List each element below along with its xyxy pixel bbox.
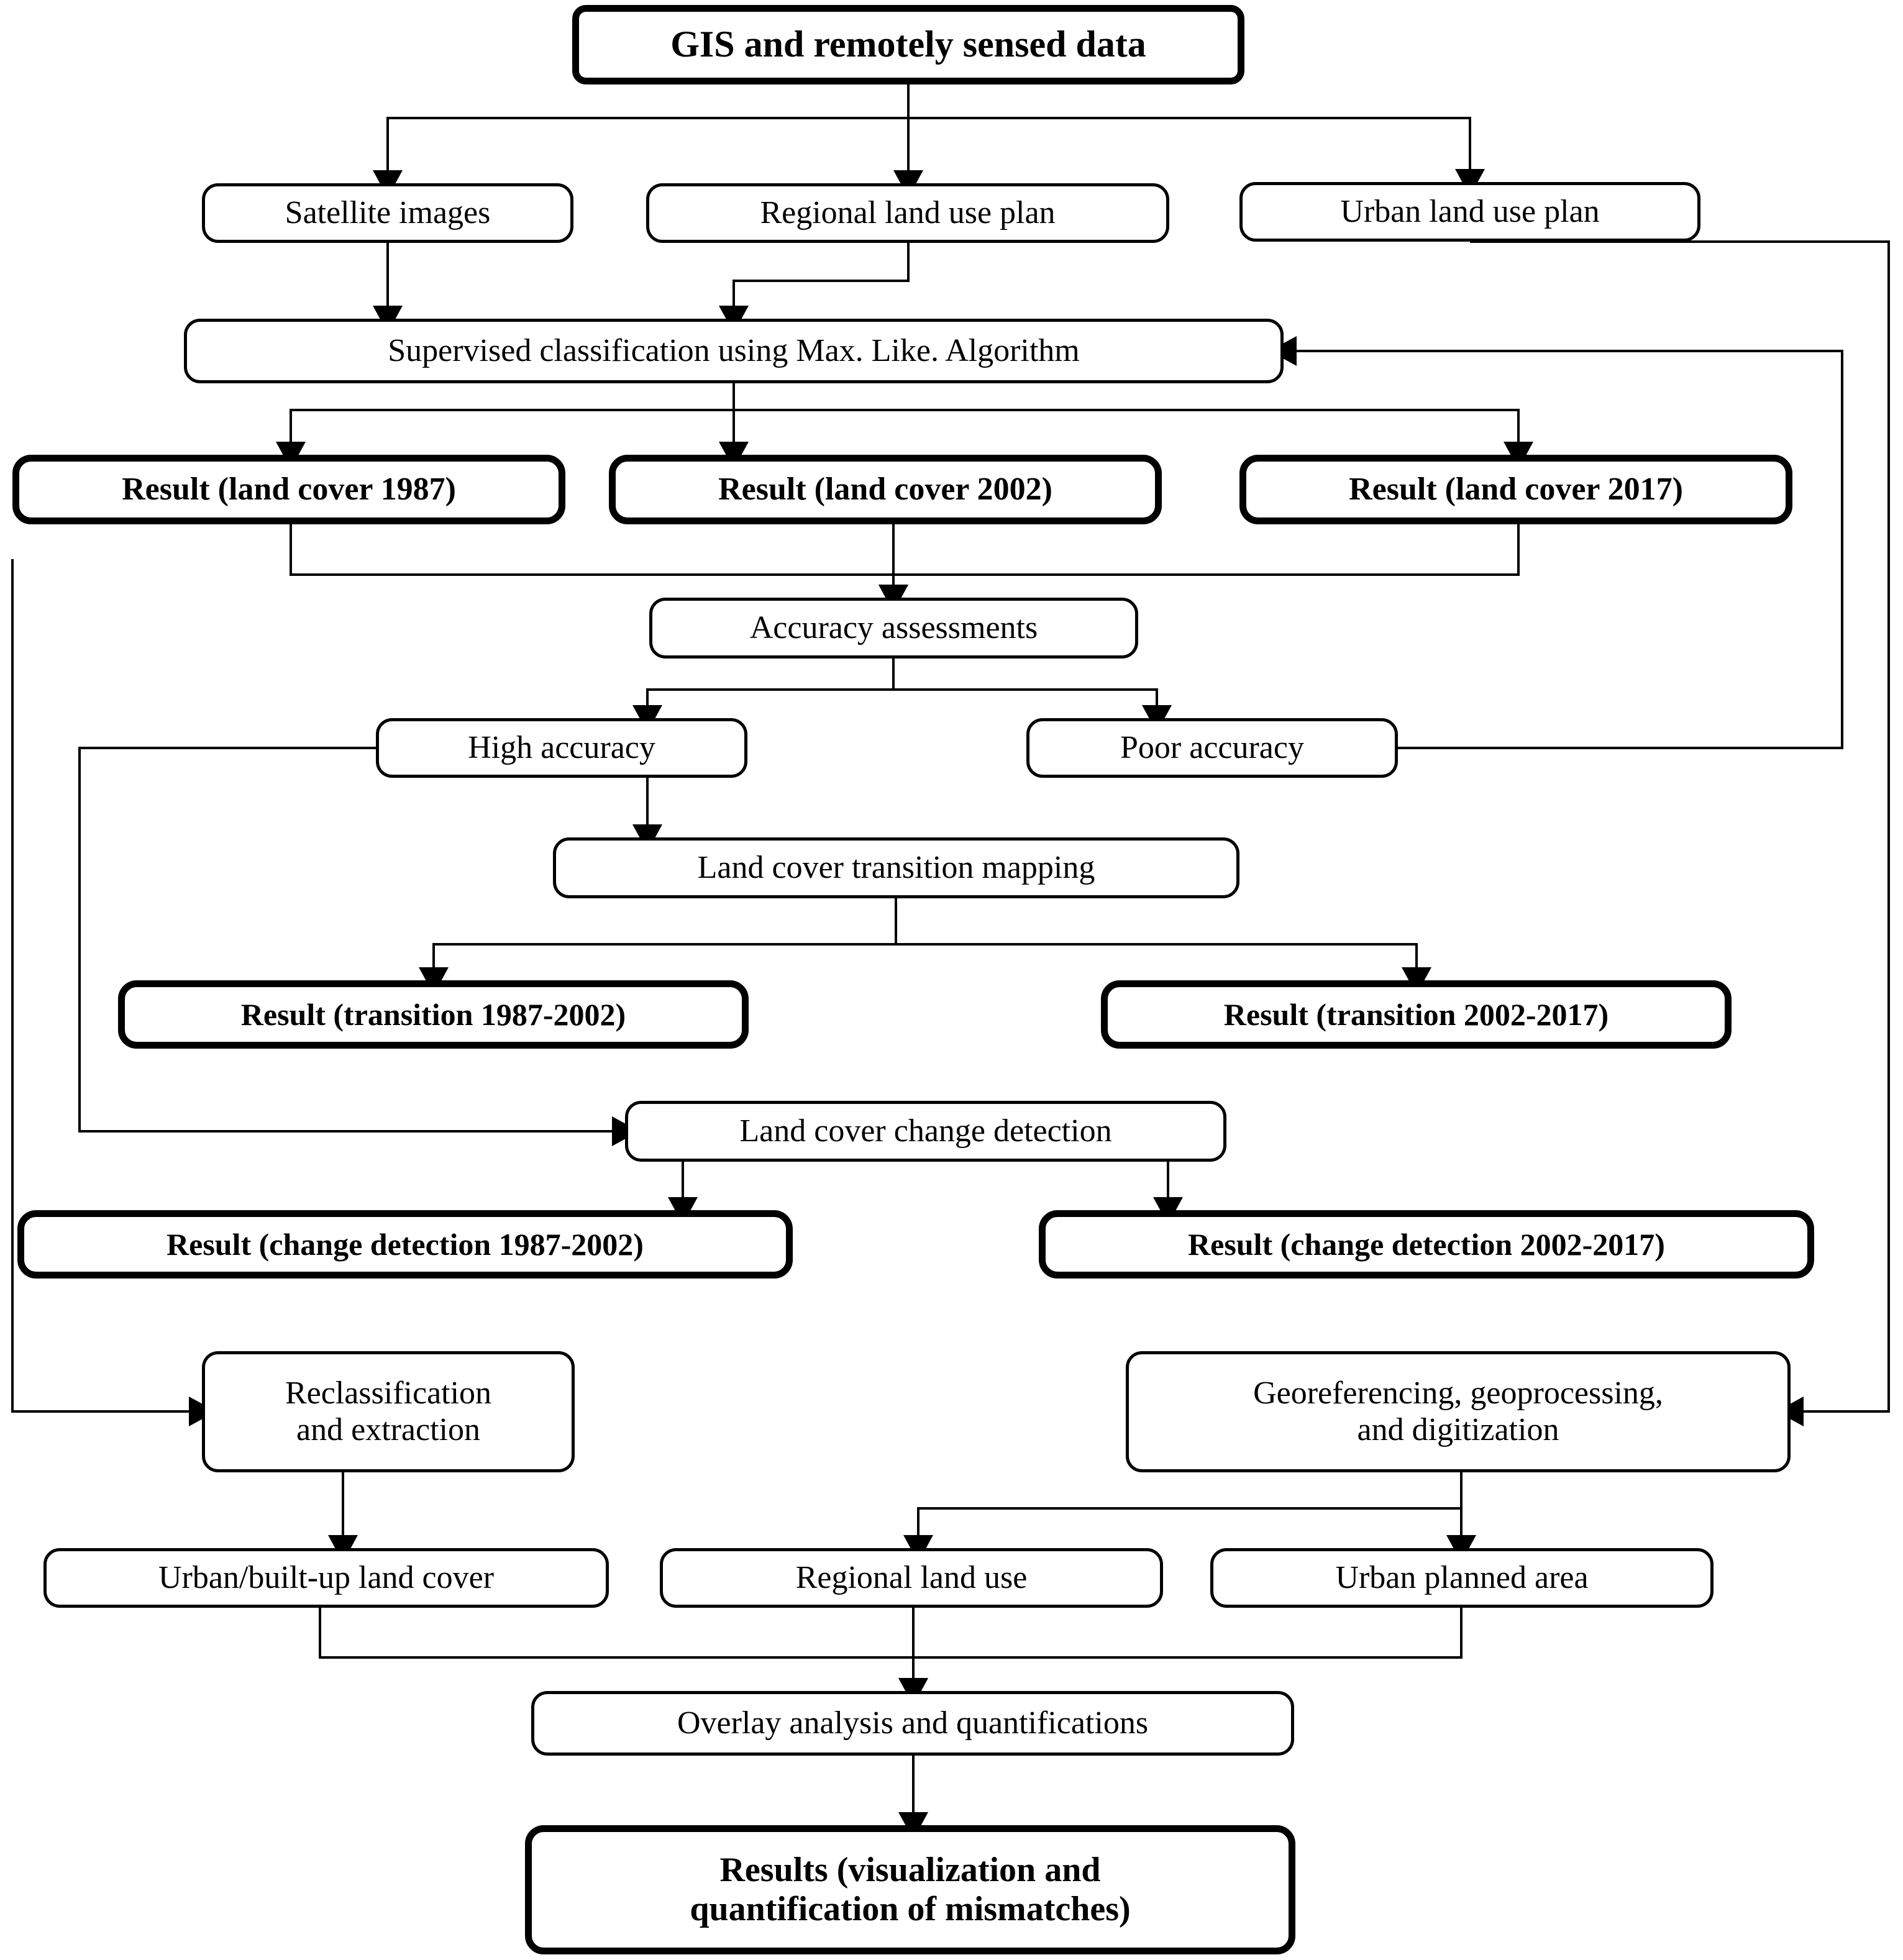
- node-label-results: Results (visualization and quantificatio…: [690, 1851, 1131, 1928]
- node-label-transition_map: Land cover transition mapping: [697, 849, 1095, 885]
- node-urban_plan: Urban land use plan: [1239, 182, 1700, 242]
- node-label-lc1987: Result (land cover 1987): [122, 471, 456, 507]
- node-label-tr1987: Result (transition 1987-2002): [240, 997, 626, 1032]
- edge-supervised-lc1987: [276, 383, 735, 469]
- node-label-urban_plan: Urban land use plan: [1340, 193, 1600, 229]
- node-change_det: Land cover change detection: [625, 1101, 1226, 1162]
- node-accuracy: Accuracy assessments: [649, 598, 1138, 659]
- node-lc2002: Result (land cover 2002): [609, 455, 1162, 524]
- edge-transition-tr2002: [895, 898, 1431, 995]
- edge-regional-supervised: [719, 243, 910, 333]
- edge-lc1987-reclass: [11, 559, 216, 1426]
- node-label-cd1987: Result (change detection 1987-2002): [167, 1227, 644, 1262]
- node-results: Results (visualization and quantificatio…: [525, 1825, 1295, 1954]
- edges-group: [11, 84, 1890, 1839]
- edge-lc1987-accuracy: [290, 524, 908, 612]
- edge-urbanplan-georef: [1470, 240, 1890, 1426]
- node-label-lc2017: Result (land cover 2017): [1349, 471, 1683, 507]
- node-georef: Georeferencing, geoprocessing, and digit…: [1126, 1351, 1791, 1472]
- node-label-supervised: Supervised classification using Max. Lik…: [388, 332, 1080, 368]
- node-label-regional_use: Regional land use: [795, 1559, 1028, 1595]
- node-overlay: Overlay analysis and quantifications: [531, 1691, 1294, 1756]
- node-label-gis: GIS and remotely sensed data: [670, 24, 1146, 65]
- node-label-urban_planned: Urban planned area: [1335, 1559, 1589, 1595]
- node-gis: GIS and remotely sensed data: [572, 5, 1244, 84]
- node-lc2017: Result (land cover 2017): [1239, 455, 1792, 524]
- edge-gis-satellite: [373, 84, 910, 198]
- node-urban_builtup: Urban/built-up land cover: [43, 1548, 609, 1608]
- node-label-cd2002: Result (change detection 2002-2017): [1188, 1227, 1665, 1262]
- edge-accuracy-poor: [892, 659, 1172, 732]
- node-supervised: Supervised classification using Max. Lik…: [184, 319, 1284, 383]
- node-label-accuracy: Accuracy assessments: [749, 609, 1038, 645]
- edge-georef-regional-use: [903, 1472, 1463, 1562]
- node-regional_use: Regional land use: [660, 1548, 1163, 1608]
- node-high_acc: High accuracy: [376, 718, 747, 778]
- node-cd2002: Result (change detection 2002-2017): [1039, 1210, 1814, 1279]
- edge-urban-planned-overlay: [898, 1608, 1463, 1705]
- node-label-tr2002: Result (transition 2002-2017): [1223, 997, 1609, 1032]
- node-tr1987: Result (transition 1987-2002): [118, 980, 749, 1049]
- node-label-poor_acc: Poor accuracy: [1120, 729, 1304, 765]
- node-urban_planned: Urban planned area: [1210, 1548, 1714, 1608]
- node-lc1987: Result (land cover 1987): [12, 455, 565, 524]
- node-label-lc2002: Result (land cover 2002): [718, 471, 1052, 507]
- node-tr2002: Result (transition 2002-2017): [1101, 980, 1732, 1049]
- node-satellite: Satellite images: [202, 183, 573, 243]
- node-cd1987: Result (change detection 1987-2002): [17, 1210, 793, 1279]
- node-label-urban_builtup: Urban/built-up land cover: [158, 1559, 495, 1595]
- edge-gis-urban-plan: [907, 84, 1485, 196]
- edge-poor-supervised: [1269, 336, 1843, 749]
- node-reclass: Reclassification and extraction: [202, 1351, 575, 1472]
- node-label-change_det: Land cover change detection: [739, 1113, 1112, 1149]
- node-label-reclass: Reclassification and extraction: [285, 1375, 492, 1447]
- node-regional_plan: Regional land use plan: [646, 183, 1169, 243]
- node-label-georef: Georeferencing, geoprocessing, and digit…: [1253, 1375, 1663, 1447]
- node-label-regional_plan: Regional land use plan: [760, 194, 1056, 230]
- node-label-overlay: Overlay analysis and quantifications: [677, 1705, 1149, 1741]
- edge-accuracy-high: [632, 659, 895, 732]
- node-transition_map: Land cover transition mapping: [553, 837, 1239, 898]
- edge-lc2017-accuracy: [878, 524, 1520, 612]
- edge-urban-builtup-overlay: [319, 1608, 928, 1705]
- node-poor_acc: Poor accuracy: [1026, 718, 1398, 778]
- node-label-high_acc: High accuracy: [468, 729, 655, 765]
- edge-supervised-lc2017: [732, 383, 1533, 469]
- edge-high-change-detection: [78, 747, 639, 1146]
- edge-transition-tr1987: [419, 898, 897, 995]
- node-label-satellite: Satellite images: [285, 194, 491, 230]
